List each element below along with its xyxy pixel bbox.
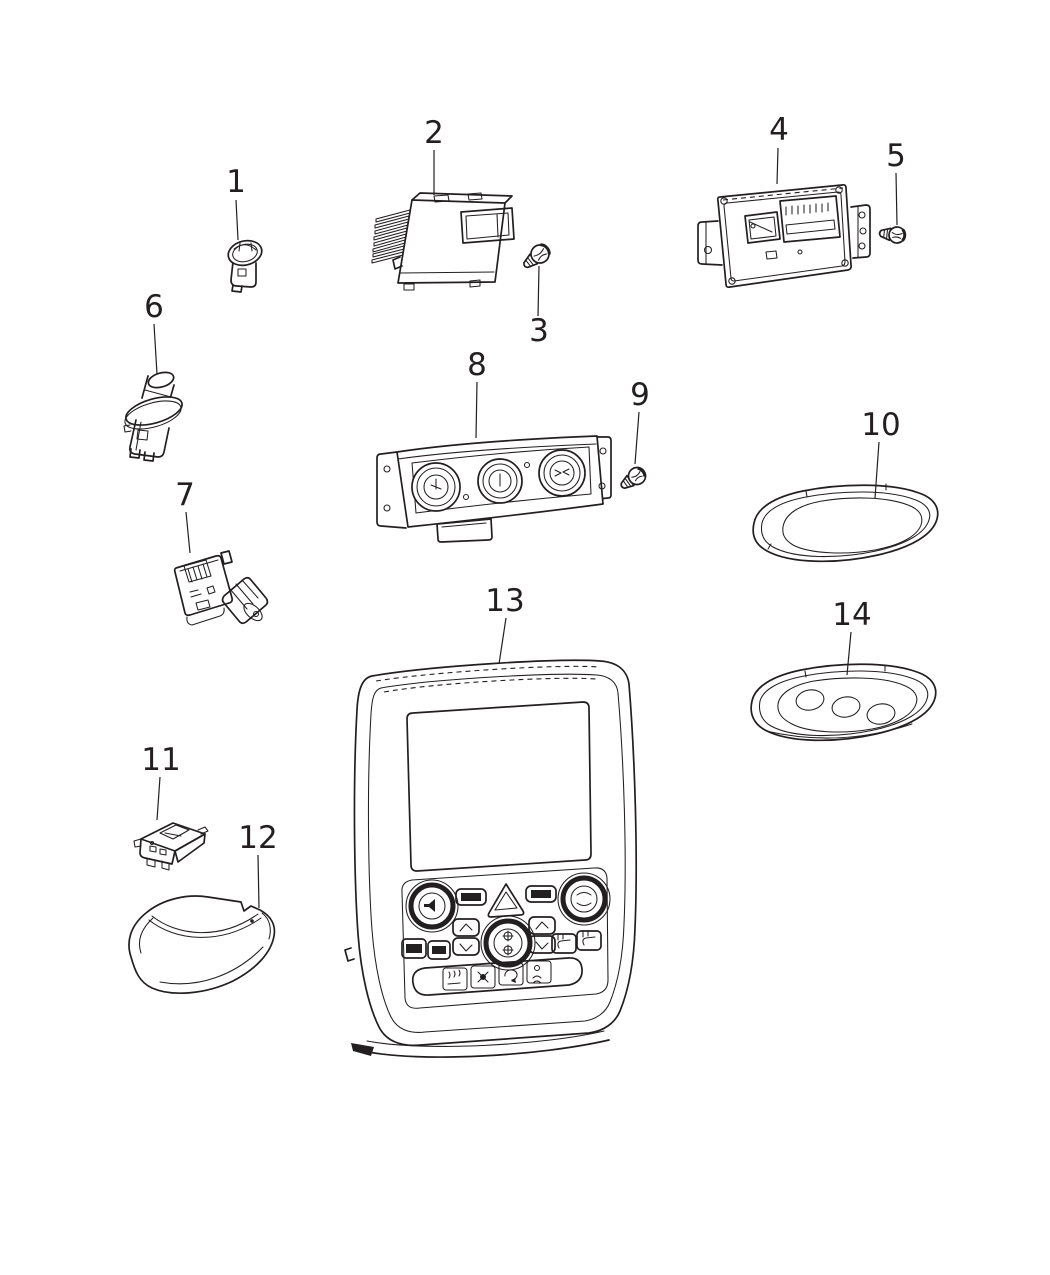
callout-5-leader — [895, 172, 898, 226]
callout-6-leader — [153, 323, 158, 375]
part-1-push-button-switch — [227, 239, 263, 293]
part-10-console-bezel — [752, 483, 939, 563]
callout-13-label: 13 — [485, 583, 524, 619]
callout-5: 5 — [886, 138, 906, 226]
callout-14-label: 14 — [832, 597, 871, 633]
callout-12-leader — [257, 854, 260, 909]
callout-11: 11 — [141, 742, 181, 821]
part-4-control-module — [697, 183, 871, 289]
callout-6-label: 6 — [144, 289, 164, 325]
callout-1-leader — [235, 199, 239, 241]
callout-10-leader — [874, 441, 880, 499]
callout-14: 14 — [832, 597, 872, 676]
callout-4: 4 — [769, 112, 789, 185]
callout-5-label: 5 — [886, 138, 906, 174]
callout-4-leader — [776, 147, 779, 185]
callout-10-label: 10 — [861, 407, 900, 443]
part-7-switch — [173, 550, 269, 626]
part-11-sensor-module — [133, 822, 209, 871]
callout-8-leader — [475, 381, 478, 439]
callout-14-leader — [846, 631, 852, 676]
callout-1: 1 — [226, 164, 246, 241]
part-9-screw — [620, 466, 647, 490]
part-14-switch-pod-bezel — [750, 663, 937, 742]
callout-12-label: 12 — [238, 820, 277, 856]
callout-10: 10 — [861, 407, 901, 499]
callout-6: 6 — [144, 289, 164, 375]
callout-7-label: 7 — [175, 477, 195, 513]
callout-13: 13 — [485, 583, 525, 665]
callout-9: 9 — [630, 377, 650, 465]
callout-11-leader — [156, 776, 161, 821]
callout-3-leader — [537, 265, 540, 317]
callout-7-leader — [185, 511, 191, 554]
callout-7: 7 — [175, 477, 195, 554]
callout-11-label: 11 — [141, 742, 180, 778]
part-12-console-cover — [128, 895, 276, 995]
callout-2: 2 — [424, 115, 444, 195]
part-2-resistor-module — [371, 192, 515, 291]
callout-12: 12 — [238, 820, 278, 909]
callout-3: 3 — [529, 265, 549, 349]
callout-8: 8 — [467, 347, 487, 439]
part-5-screw — [878, 226, 907, 244]
callout-3-label: 3 — [529, 313, 549, 349]
part-8-ac-heater-control — [376, 435, 612, 543]
callout-1-label: 1 — [226, 164, 246, 200]
part-13-center-stack-panel — [344, 659, 638, 1058]
callout-13-leader — [498, 617, 507, 665]
callout-9-label: 9 — [630, 377, 650, 413]
part-3-screw — [523, 243, 551, 269]
callout-2-label: 2 — [424, 115, 444, 151]
part-6-socket-sensor — [123, 371, 183, 462]
callout-9-leader — [634, 411, 640, 465]
callout-8-label: 8 — [467, 347, 487, 383]
callout-4-label: 4 — [769, 112, 789, 148]
